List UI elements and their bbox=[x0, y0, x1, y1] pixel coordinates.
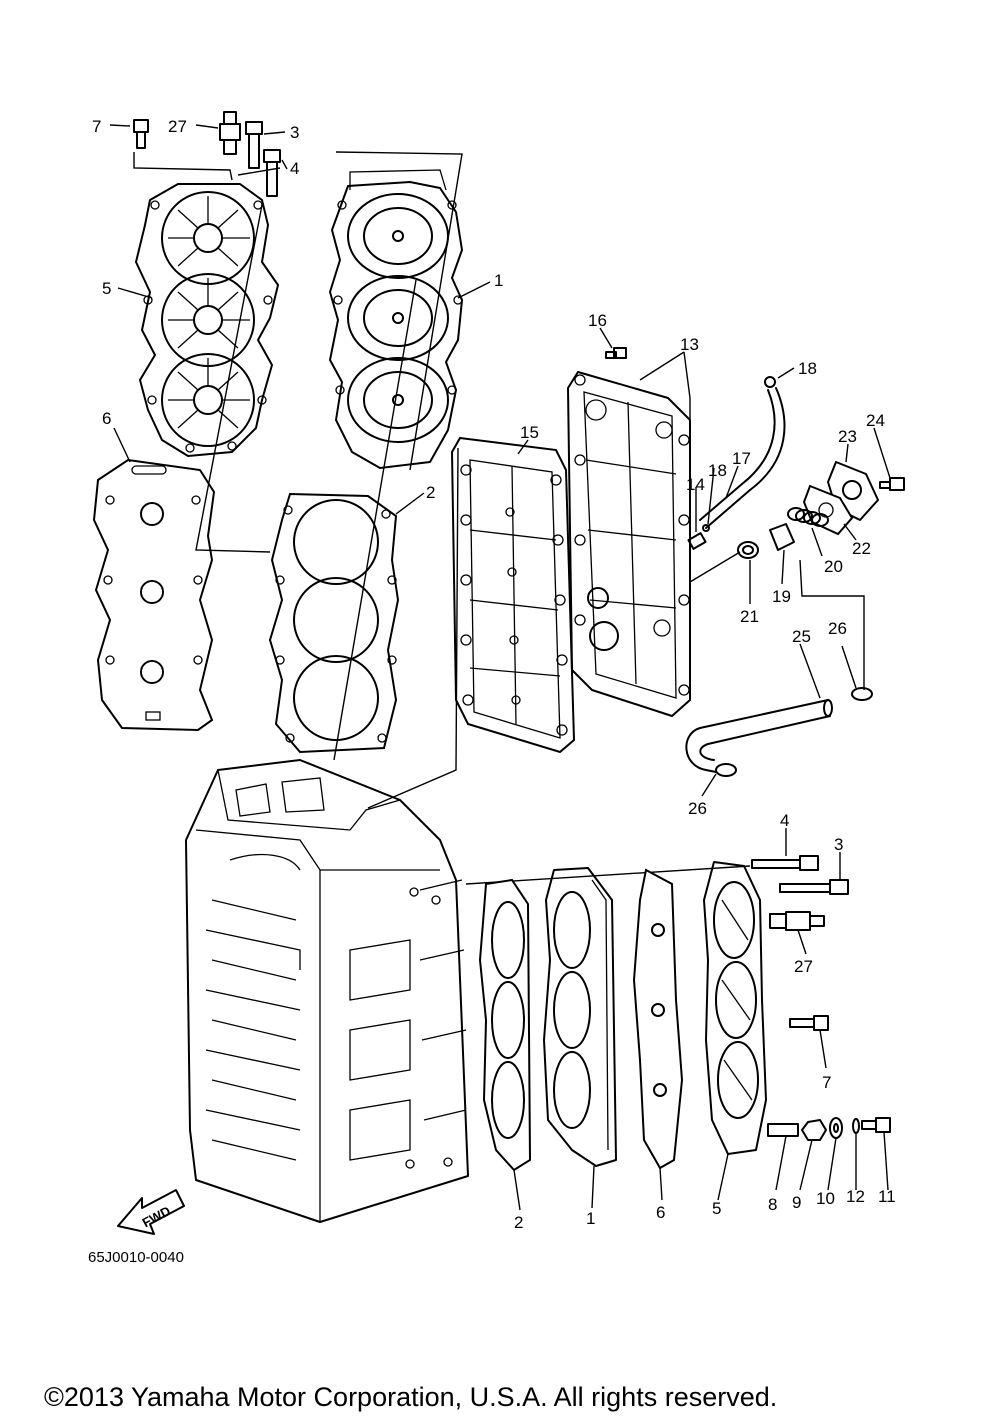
thermostat-part-19 bbox=[769, 523, 795, 551]
cylinder-block bbox=[185, 759, 469, 1223]
bolt-part-4-bottom bbox=[751, 855, 819, 871]
bolt-part-24 bbox=[879, 477, 905, 491]
cylinder-head-part-1-top bbox=[329, 169, 463, 469]
thermostat-cover-part-23 bbox=[827, 461, 879, 521]
nut-part-9 bbox=[801, 1119, 827, 1141]
callout-16: 16 bbox=[588, 311, 607, 330]
spark-plug-part-27-bottom bbox=[769, 911, 825, 931]
head-cover-part-5-bottom bbox=[703, 861, 767, 1155]
callout-10: 10 bbox=[816, 1189, 835, 1208]
callout-19: 19 bbox=[772, 587, 791, 606]
callout-26-lower: 26 bbox=[688, 799, 707, 818]
callout-23: 23 bbox=[838, 427, 857, 446]
washer-part-10 bbox=[829, 1117, 843, 1139]
callout-27: 27 bbox=[168, 117, 187, 136]
clip-part-18 bbox=[702, 376, 776, 532]
callout-24: 24 bbox=[866, 411, 885, 430]
callout-6: 6 bbox=[102, 409, 111, 428]
head-cover-gasket-part-6-bottom bbox=[632, 868, 684, 1170]
callout-18: 18 bbox=[798, 359, 817, 378]
joint-part-14 bbox=[687, 532, 707, 550]
copyright-notice: ©2013 Yamaha Motor Corporation, U.S.A. A… bbox=[44, 1382, 777, 1412]
bolt-part-3-bottom bbox=[779, 879, 849, 895]
hose-part-17 bbox=[699, 387, 786, 529]
callout-1: 1 bbox=[494, 271, 503, 290]
gasket-part-22 bbox=[802, 484, 854, 536]
callout-3-lower: 3 bbox=[834, 835, 843, 854]
leader-lines bbox=[109, 124, 891, 1211]
forward-direction-arrow: FWD bbox=[117, 1189, 185, 1235]
callout-5-lower: 5 bbox=[712, 1199, 721, 1218]
head-gasket-part-2-bottom bbox=[478, 878, 532, 1172]
head-cover-gasket-part-6-top bbox=[92, 458, 216, 732]
callout-4: 4 bbox=[290, 159, 299, 178]
grommet-part-21 bbox=[737, 541, 759, 559]
bolt-part-4-top bbox=[263, 149, 281, 197]
callout-11: 11 bbox=[878, 1187, 896, 1206]
head-cover-part-5-top bbox=[135, 183, 279, 457]
bolt-part-11 bbox=[861, 1117, 891, 1133]
clamp-part-26 bbox=[715, 687, 873, 777]
cylinder-head-part-1-bottom bbox=[543, 867, 617, 1167]
exhaust-cover-part-13 bbox=[567, 371, 691, 717]
callout-18-lower: 18 bbox=[708, 461, 727, 480]
spring-part-20 bbox=[787, 507, 829, 527]
callout-5: 5 bbox=[102, 279, 111, 298]
callout-7: 7 bbox=[92, 117, 101, 136]
callout-1-lower: 1 bbox=[586, 1209, 595, 1228]
callout-4-lower: 4 bbox=[780, 811, 789, 830]
callout-26: 26 bbox=[828, 619, 847, 638]
callout-6-lower: 6 bbox=[656, 1203, 665, 1222]
callout-7-lower: 7 bbox=[822, 1073, 831, 1092]
callout-22: 22 bbox=[852, 539, 871, 558]
spark-plug-part-27-top bbox=[219, 111, 241, 155]
callout-20: 20 bbox=[824, 557, 843, 576]
o-ring-part-12 bbox=[852, 1118, 860, 1134]
head-gasket-part-2-top bbox=[268, 492, 400, 754]
callout-numbers: 7 27 3 4 5 6 1 2 16 13 15 18 24 23 17 18… bbox=[92, 117, 896, 1232]
exhaust-gasket-part-15 bbox=[450, 436, 576, 754]
callout-8: 8 bbox=[768, 1195, 777, 1214]
bolt-part-7-top bbox=[133, 119, 149, 149]
callout-14: 14 bbox=[686, 475, 705, 494]
callout-9: 9 bbox=[792, 1193, 801, 1212]
callout-13: 13 bbox=[680, 335, 699, 354]
callout-25: 25 bbox=[792, 627, 811, 646]
callout-17: 17 bbox=[732, 449, 751, 468]
callout-2-lower: 2 bbox=[514, 1213, 523, 1232]
anode-part-8 bbox=[767, 1123, 799, 1137]
bolt-part-16 bbox=[605, 347, 627, 359]
callout-2: 2 bbox=[426, 483, 435, 502]
callout-21: 21 bbox=[740, 607, 759, 626]
callout-27-lower: 27 bbox=[794, 957, 813, 976]
diagram-code: 65J0010-0040 bbox=[88, 1249, 184, 1266]
hose-part-25 bbox=[685, 699, 833, 773]
bolt-part-7-bottom bbox=[789, 1015, 829, 1031]
callout-3: 3 bbox=[290, 123, 299, 142]
callout-15: 15 bbox=[520, 423, 539, 442]
bolt-part-3-top bbox=[245, 121, 263, 169]
callout-12: 12 bbox=[846, 1187, 865, 1206]
